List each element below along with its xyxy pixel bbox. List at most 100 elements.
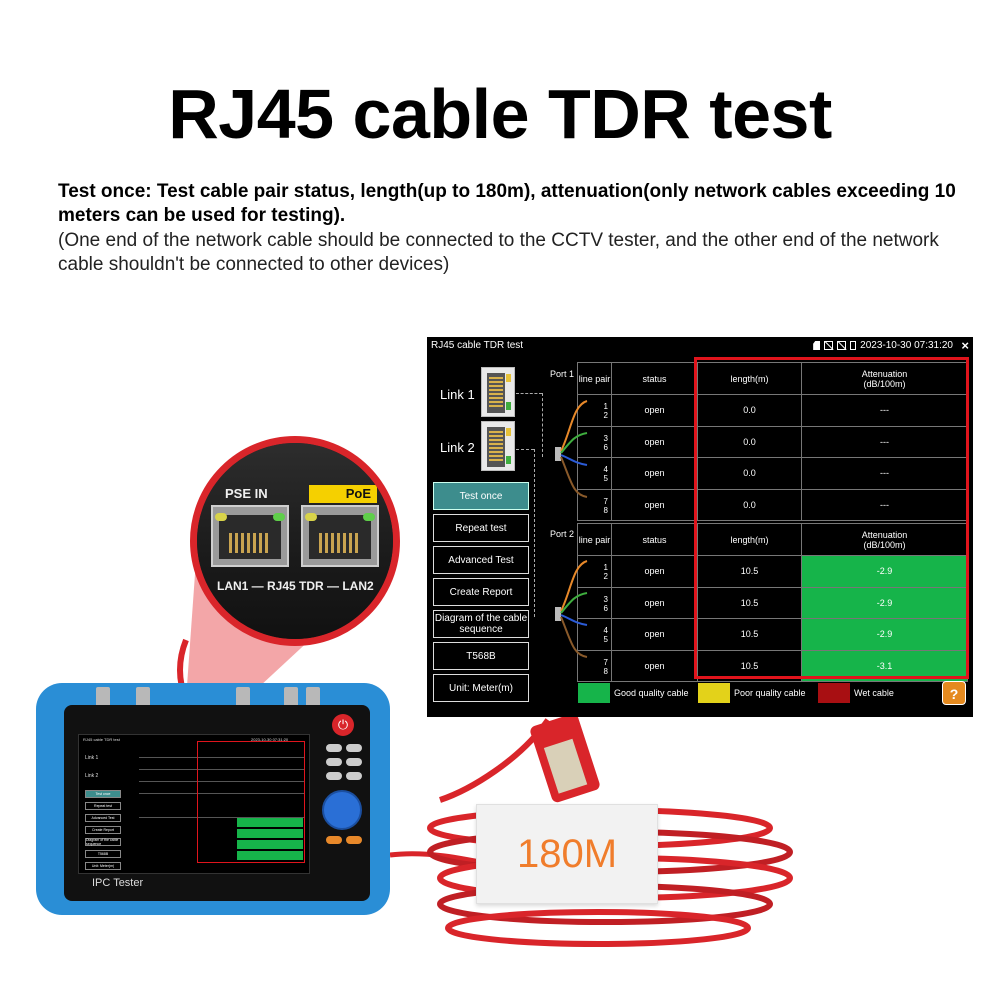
advanced-test-button[interactable]: Advanced Test — [433, 546, 529, 574]
device-key[interactable] — [326, 758, 342, 766]
cable-diagram-button[interactable]: Diagram of the cable sequence — [433, 610, 529, 638]
pin-number: 3 — [603, 594, 608, 604]
direction-pad[interactable] — [322, 790, 362, 830]
pin-number: 1 — [603, 402, 608, 411]
mini-repeat-test: Repeat test — [85, 802, 121, 810]
t568b-button[interactable]: T568B — [433, 642, 529, 670]
table-header-row: line pair status length(m) Attenuation (… — [577, 523, 968, 556]
results-highlight-box — [694, 357, 969, 679]
port-led — [506, 374, 511, 382]
legend-swatch-wet — [818, 683, 850, 703]
col-header-status: status — [611, 523, 698, 556]
lan2-port-socket — [309, 515, 371, 559]
status-cell: open — [611, 555, 698, 588]
link2-connector-line — [516, 449, 534, 450]
port-led — [506, 402, 511, 410]
close-icon[interactable]: × — [961, 338, 969, 353]
lan2-led-left — [305, 513, 317, 521]
tester-device-screen: RJ45 cable TDR test 2023-10-30 07:31:20 … — [78, 734, 310, 874]
port1-label: Port 1 — [550, 369, 575, 379]
device-label: IPC Tester — [92, 877, 144, 889]
create-report-button[interactable]: Create Report — [433, 578, 529, 606]
mini-datetime: 2023-10-30 07:31:20 — [251, 737, 289, 742]
pin-number: 7 — [603, 657, 608, 667]
help-icon[interactable]: ? — [942, 681, 966, 705]
bnc-connector — [96, 687, 110, 707]
pin-number: 5 — [603, 474, 608, 483]
device-key[interactable] — [346, 772, 362, 780]
mini-test-once: Test once — [85, 790, 121, 798]
attenuation-cell: --- — [801, 394, 968, 427]
lan1-led-right — [273, 513, 285, 521]
col-header-line-pair: line pair — [577, 362, 612, 395]
col-header-length: length(m) — [697, 523, 802, 556]
device-key-orange[interactable] — [326, 836, 342, 844]
link1-port-icon — [481, 367, 515, 417]
screen-title: RJ45 cable TDR test — [431, 340, 524, 351]
mini-t568b: T568B — [85, 850, 121, 858]
device-key-orange[interactable] — [346, 836, 362, 844]
lan2-led-right — [363, 513, 375, 521]
bnc-connector — [306, 687, 320, 707]
lan1-port — [211, 505, 289, 567]
repeat-test-button[interactable]: Repeat test — [433, 514, 529, 542]
pse-in-label: PSE IN — [225, 486, 268, 501]
pin-number: 5 — [603, 635, 608, 644]
mini-good-cell — [237, 851, 303, 860]
status-cell: open — [611, 394, 698, 427]
lan1-port-socket — [219, 515, 281, 559]
tdr-screen: RJ45 cable TDR test 2023-10-30 07:31:20 … — [427, 337, 973, 717]
port-led — [506, 428, 511, 436]
link2-label: Link 2 — [440, 440, 475, 455]
device-key[interactable] — [326, 772, 342, 780]
screen-titlebar: RJ45 cable TDR test 2023-10-30 07:31:20 … — [427, 337, 973, 355]
lan2-port — [301, 505, 379, 567]
no-network-icon — [837, 341, 847, 350]
length-cell: 0.0 — [697, 457, 802, 490]
length-cell: 0.0 — [697, 488, 802, 521]
pin-number: 7 — [603, 496, 608, 506]
test-once-button[interactable]: Test once — [433, 482, 529, 510]
table-header-row: line pair status length(m) Attenuation (… — [577, 362, 968, 395]
pin-number: 2 — [603, 572, 608, 581]
unit-button[interactable]: Unit: Meter(m) — [433, 674, 529, 702]
device-key[interactable] — [346, 744, 362, 752]
rj45-tdr-label: LAN1 — RJ45 TDR — LAN2 — [217, 579, 374, 593]
device-key[interactable] — [346, 758, 362, 766]
legend-poor: Poor quality cable — [698, 683, 806, 703]
legend-label-good: Good quality cable — [614, 688, 689, 698]
bnc-connector — [136, 687, 150, 707]
mini-row-line — [139, 781, 305, 782]
length-cell: 10.5 — [697, 586, 802, 619]
status-cell: open — [611, 586, 698, 619]
screen-datetime: 2023-10-30 07:31:20 — [860, 340, 953, 351]
poe-badge: PoE — [309, 485, 377, 503]
legend-good: Good quality cable — [578, 683, 689, 703]
mini-highlight — [197, 741, 305, 863]
col-header-status: status — [611, 362, 698, 395]
port2-table: line pair status length(m) Attenuation (… — [577, 523, 968, 682]
power-button[interactable]: ⏻ — [332, 714, 354, 736]
status-cell: open — [611, 488, 698, 521]
attenuation-cell: -2.9 — [801, 618, 968, 651]
mini-good-cell — [237, 818, 303, 827]
bnc-connector — [236, 687, 250, 707]
port1-wire-diagram — [555, 400, 588, 498]
mini-good-cell — [237, 829, 303, 838]
mini-title: RJ45 cable TDR test — [83, 737, 120, 742]
pin-number: 3 — [603, 433, 608, 443]
pin-number: 1 — [603, 563, 608, 572]
link1-label: Link 1 — [440, 387, 475, 402]
attenuation-cell: -2.9 — [801, 555, 968, 588]
mini-row-line — [139, 769, 305, 770]
legend-label-poor: Poor quality cable — [734, 688, 806, 698]
mini-row-line — [139, 817, 305, 818]
device-key[interactable] — [326, 744, 342, 752]
pin-number: 6 — [603, 442, 608, 452]
port1-table: line pair status length(m) Attenuation (… — [577, 362, 968, 521]
